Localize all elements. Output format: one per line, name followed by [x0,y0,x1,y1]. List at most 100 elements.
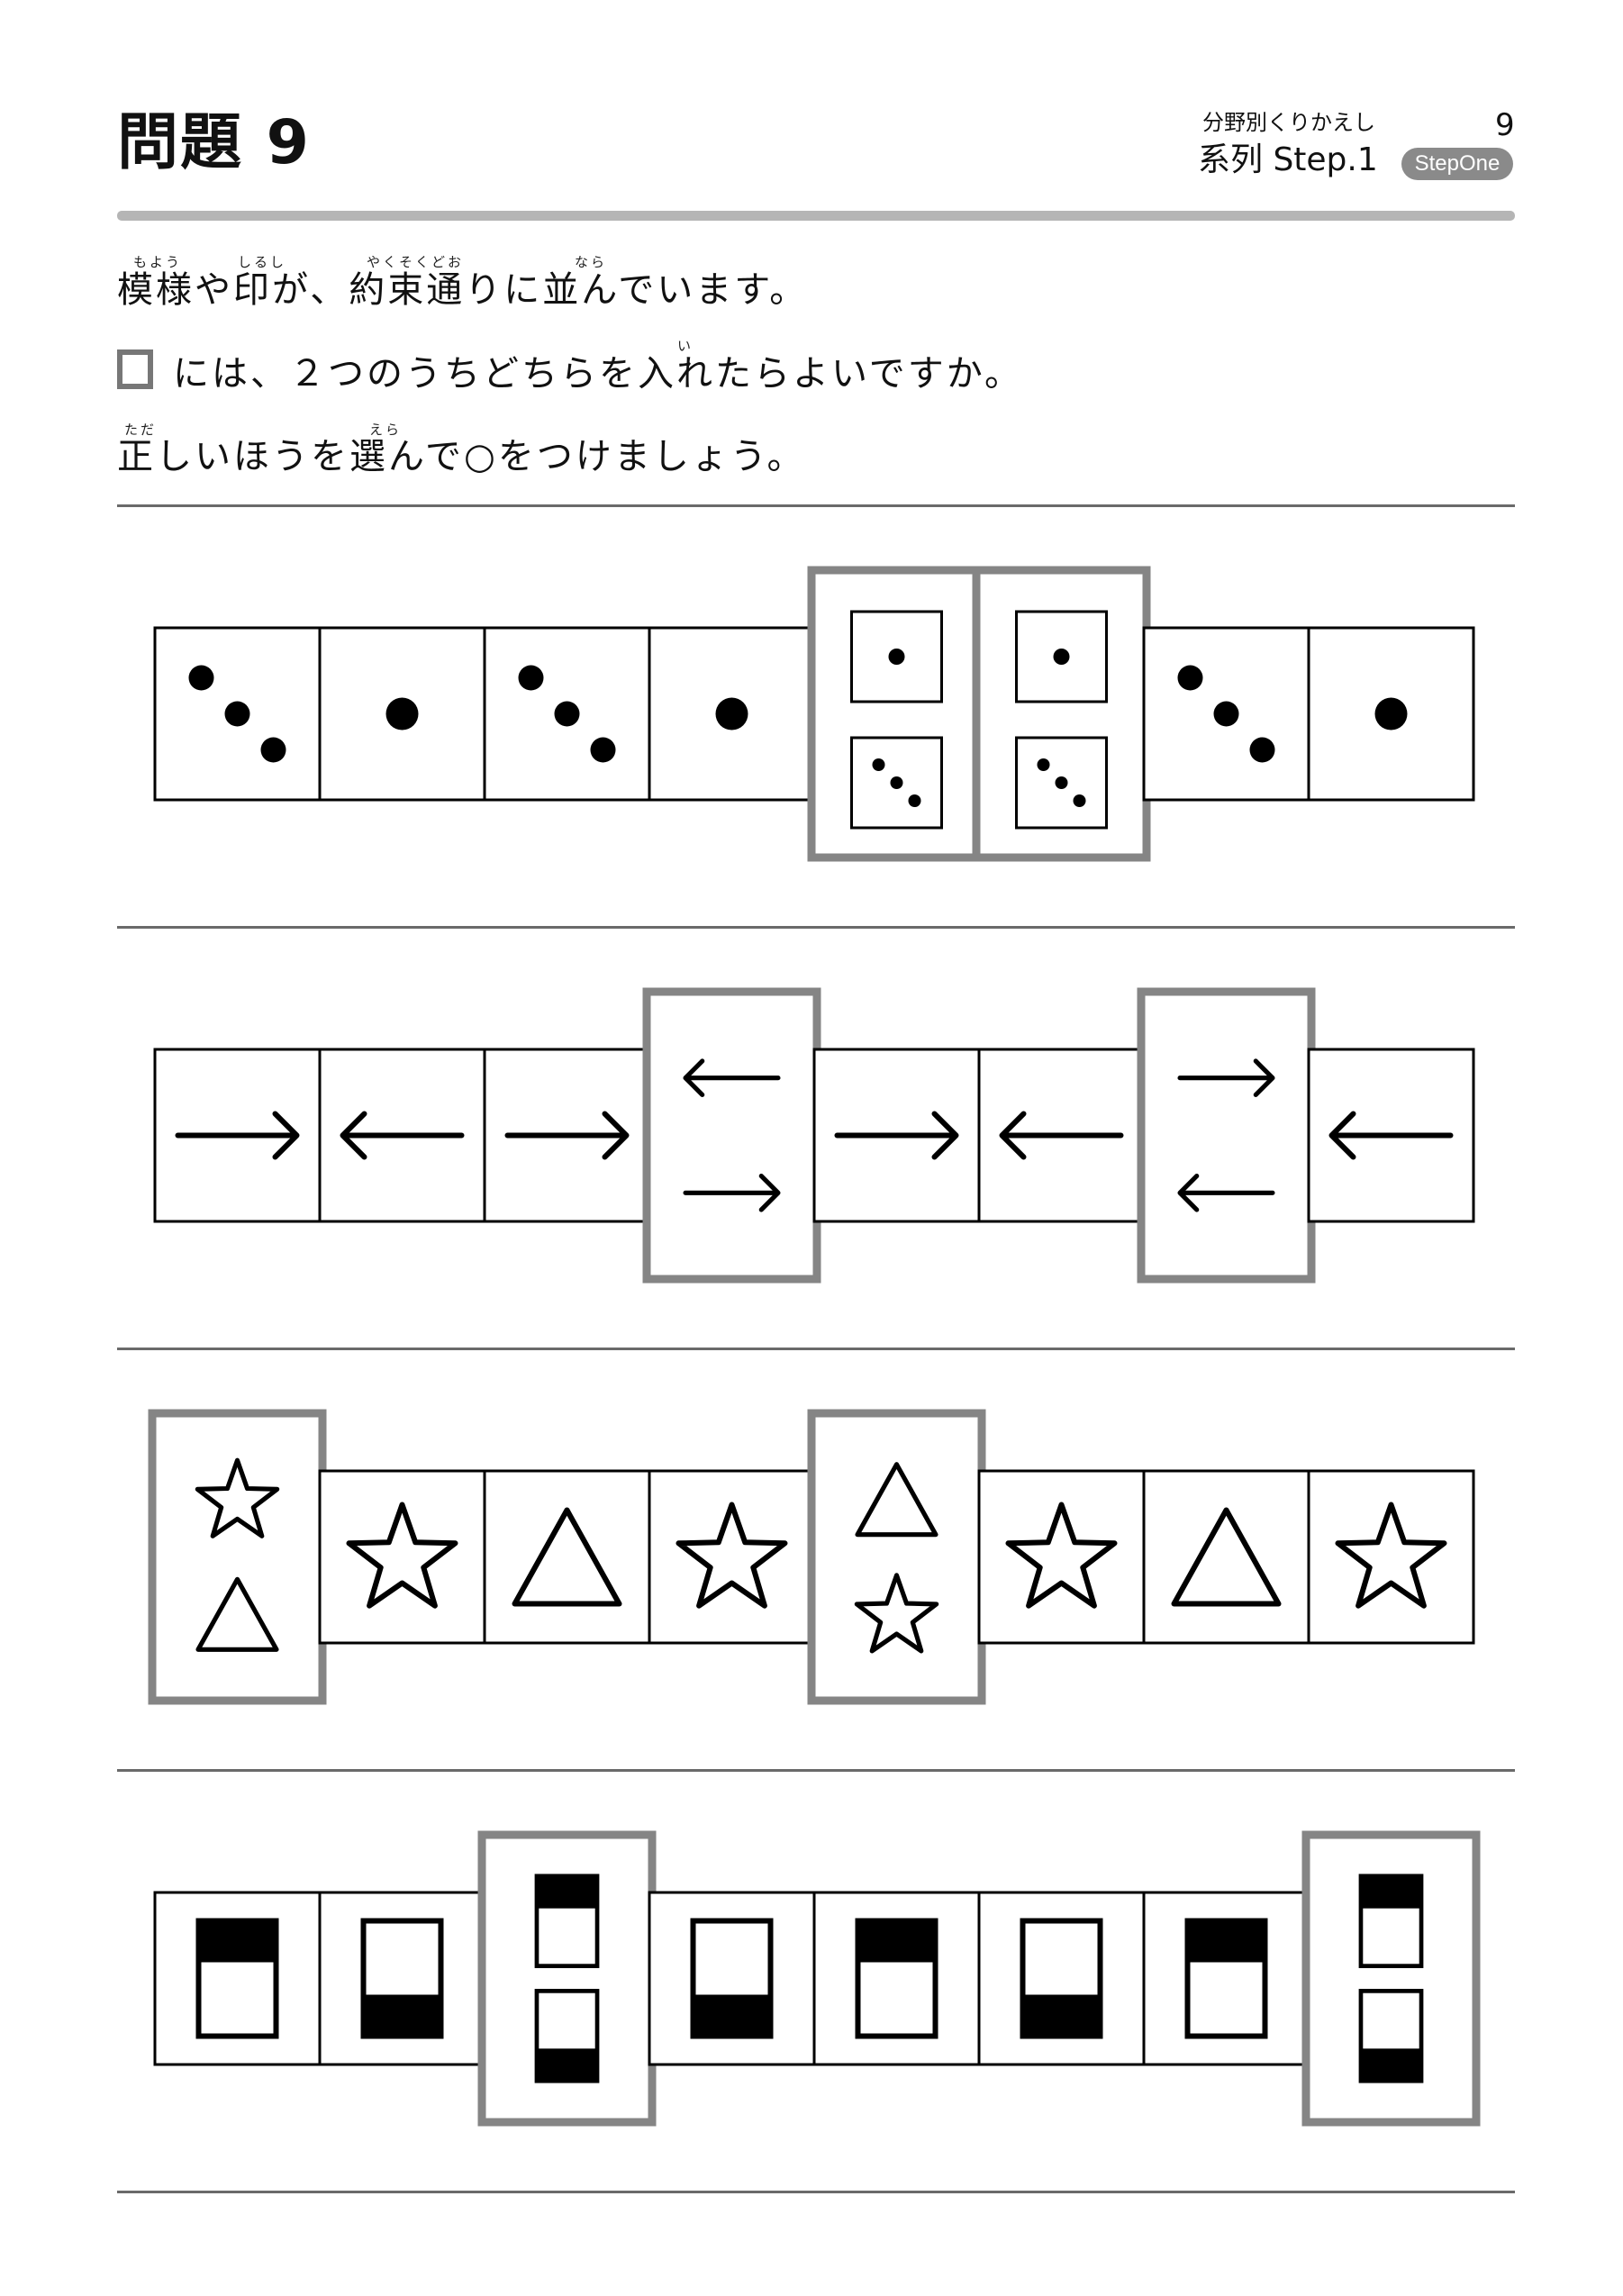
sequence-cell [1307,1469,1475,1645]
furigana-moyou: もよう [133,254,183,270]
dot-icon [908,794,921,807]
choice-option[interactable] [1015,736,1108,830]
star-icon [1335,1502,1447,1609]
arrow-left-icon [340,1111,465,1160]
block-top-filled-icon [1358,1874,1424,1968]
choice-box[interactable] [148,1409,327,1705]
separator-line [117,1769,1515,1772]
header-series: 系列 Step.1 [1198,141,1378,178]
choice-option[interactable] [195,1457,280,1538]
choice-option[interactable] [534,1874,600,1968]
choice-box[interactable] [1301,1830,1481,2127]
block-top-filled-icon [195,1918,279,2039]
choice-frame [642,987,821,1284]
choice-box[interactable] [1137,987,1316,1284]
dot-icon [1213,701,1239,727]
problem-row-shapes [148,1409,1475,1705]
choice-box[interactable] [642,987,821,1284]
sequence-cell [1142,1469,1310,1645]
choice-option[interactable] [1177,1058,1275,1097]
choice-option[interactable] [1358,1989,1424,2083]
block-bottom-filled-icon [534,1989,600,2083]
arrow-right-icon [834,1111,959,1160]
furigana-yakusokudoori: やくそくどお [367,254,465,270]
choice-option[interactable] [850,736,943,830]
dot-icon [260,737,286,763]
block-top-filled-icon [1184,1918,1268,2039]
filled-band-icon [1360,1875,1422,1909]
dot-icon [385,697,419,731]
dot-icon [872,758,885,771]
choice-option[interactable] [534,1989,600,2083]
dot-icon [188,665,214,691]
instruction-line-1: 模様や印が、約束通りに並んでいます。 [117,269,809,311]
furigana-tada: ただ [124,422,158,438]
choice-option[interactable] [1015,610,1108,703]
filled-band-icon [536,1875,598,1909]
choice-option[interactable] [850,610,943,703]
dot-icon [554,701,580,727]
furigana-i: い [677,338,694,354]
furigana-nara: なら [575,254,608,270]
dot-icon [1055,776,1068,789]
header-category: 分野別くりかえし [1202,110,1375,135]
filled-band-icon [693,1994,771,2037]
triangle-icon [195,1576,279,1652]
choice-option[interactable] [854,1573,939,1654]
filled-band-icon [1022,1994,1101,2037]
header-rule [117,211,1515,221]
dot-icon [518,665,544,691]
problem-row-dots [153,566,1475,862]
filled-band-icon [857,1920,936,1963]
choice-box[interactable] [477,1830,657,2127]
sequence-cell [648,1469,816,1645]
filled-band-icon [1360,2048,1422,2082]
arrow-left-icon [1328,1111,1454,1160]
choice-option[interactable] [683,1174,781,1212]
page-title: 問題 9 [117,107,311,178]
filled-band-icon [363,1994,441,2037]
dot-icon [1177,665,1203,691]
arrow-left-icon [683,1058,781,1097]
problem-row-blocks [153,1830,1481,2127]
arrow-left-icon [999,1111,1124,1160]
choice-option[interactable] [195,1576,279,1652]
furigana-era: えら [369,422,403,438]
choice-box[interactable] [807,566,986,862]
arrow-left-icon [1177,1174,1275,1212]
choice-option[interactable] [683,1058,781,1097]
instruction-line-3: 正しいほうを選んで○をつけましょう。 [117,436,806,477]
dot-icon [1374,697,1408,731]
dot-icon [715,697,748,731]
choice-box[interactable] [807,1409,986,1705]
dot-icon [1037,758,1050,771]
sequence-cell [977,1469,1146,1645]
choice-option[interactable] [855,1462,938,1538]
choice-frame [148,1409,327,1705]
instruction-line-2: には、２つのうちどちらを入れたらよいですか。 [117,349,1023,397]
arrow-right-icon [504,1111,630,1160]
dot-icon [888,649,905,665]
choice-option[interactable] [1177,1174,1275,1212]
star-icon [195,1457,280,1538]
block-bottom-filled-icon [690,1918,774,2039]
choice-box[interactable] [972,566,1151,862]
choice-option[interactable] [1358,1874,1424,1968]
separator-line [117,926,1515,929]
sequence-cell [318,1469,486,1645]
star-icon [854,1573,939,1654]
separator-line [117,504,1515,507]
choice-frame [1137,987,1316,1284]
arrow-right-icon [683,1174,781,1212]
dot-icon [1073,794,1086,807]
filled-band-icon [198,1920,277,1963]
triangle-icon [512,1507,622,1607]
block-bottom-filled-icon [1358,1989,1424,2083]
arrow-right-icon [1177,1058,1275,1097]
triangle-icon [855,1462,938,1538]
sequence-cell [483,1469,651,1645]
dot-icon [590,737,616,763]
page-number: 9 [1495,107,1515,143]
answer-box-icon [117,349,153,389]
star-icon [675,1502,788,1609]
